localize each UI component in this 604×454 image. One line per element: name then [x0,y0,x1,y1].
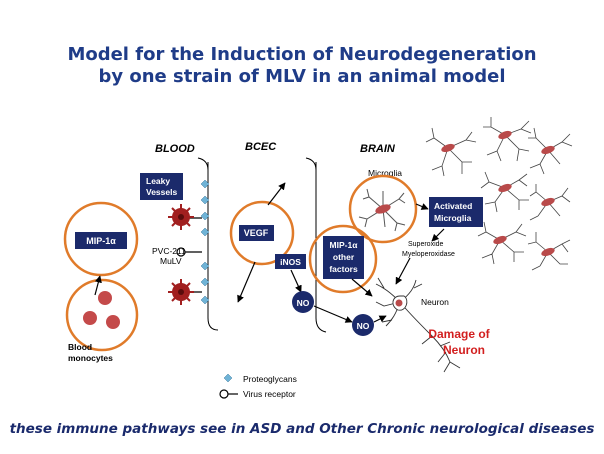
no-to-no-arrow [313,305,353,323]
factors-to-neuron-arrow [351,278,373,297]
virus-receptor-2 [176,247,186,257]
virus-particles [168,204,194,305]
activated-microglia-line-2: Microglia [434,213,472,223]
monocytes-label-line-1: Blood [68,342,92,352]
inos-to-no-arrow [290,269,302,293]
bcec-right-top-curve [305,157,317,171]
virus-label-line-2: MuLV [160,256,182,266]
footer-caption: these immune pathways see in ASD and Oth… [9,421,595,437]
virus-label-line-1: PVC-211 [152,246,186,256]
proteoglycan-6 [200,277,210,287]
leaky-vessels-box [140,173,183,200]
legend-proteoglycans: Proteoglycans [243,374,297,384]
microglia-to-activated-arrow [415,203,429,210]
damage-line-1: Damage of [428,327,490,341]
no-to-neuron-arrow [373,315,387,323]
activated-microglia-line-1: Activated [434,201,472,211]
mip1a-other-box [323,236,364,279]
no-circle-1 [292,291,314,313]
monocyte-cells [83,291,120,329]
leaky-vessels-line-1: Leaky [146,176,170,186]
superoxide-to-neuron-arrow [395,257,411,285]
mip1a-other-circle [308,224,378,294]
monocytes-label-line-2: monocytes [68,353,113,363]
bcec-left-wall [207,161,219,331]
vegf-box [239,225,274,241]
vegf-up-arrow [267,182,286,206]
proteoglycan-3 [200,211,210,221]
title-line-1: Model for the Induction of Neurodegenera… [67,44,537,65]
proteoglycan-markers [200,179,210,305]
microglia-label: Microglia [368,168,402,178]
virus-particle-1 [168,204,194,230]
legend-proteoglycan-icon [223,373,233,383]
vegf-down-arrow [237,261,256,303]
leaky-vessels-line-2: Vessels [146,187,177,197]
vegf-label: VEGF [244,228,269,238]
damage-line-2: Neuron [443,343,485,357]
proteoglycan-4 [200,227,210,237]
section-blood: BLOOD [155,143,195,155]
mip1a-box [75,232,127,249]
vegf-circle [229,200,295,266]
neuron-label: Neuron [421,297,449,307]
proteoglycan-5 [200,261,210,271]
microglia-cell-drawing [358,188,406,232]
legend: Proteoglycans Virus receptor [219,373,297,399]
legend-receptor-icon [219,389,229,399]
proteoglycan-7 [200,295,210,305]
mip1a-other-line-2: other [333,252,355,262]
no-label-2: NO [357,321,370,331]
mip1a-other-line-1: MIP-1α [330,240,359,250]
activated-to-superoxide-arrow [431,228,445,242]
inos-label: iNOS [280,257,301,267]
mip1a-circle [63,201,139,277]
neuron-drawing [375,277,461,373]
myeloperoxidase-label: Myeloperoxidase [402,251,455,258]
legend-virus-receptor: Virus receptor [243,389,296,399]
bcec-right-wall [315,162,327,333]
microglia-network [425,117,573,271]
no-label-1: NO [297,298,310,308]
monocytes-circle [65,278,139,352]
microglia-circle [348,174,418,244]
virus-particle-2 [168,279,194,305]
proteoglycan-2 [200,195,210,205]
inos-box [275,254,306,269]
monocyte-to-mip1a-arrow [94,275,102,296]
no-circle-2 [352,314,374,336]
monocyte-2 [83,311,97,325]
mip1a-other-line-3: factors [329,264,358,274]
section-brain: BRAIN [360,143,396,155]
activated-microglia-box [429,197,483,227]
proteoglycan-1 [200,179,210,189]
superoxide-label: Superoxide [408,241,444,248]
section-bcec: BCEC [245,141,277,153]
monocyte-3 [106,315,120,329]
monocyte-1 [98,291,112,305]
mip1a-label: MIP-1α [86,236,116,246]
title-line-2: by one strain of MLV in an animal model [98,66,506,87]
bcec-left-top-curve [197,157,209,171]
